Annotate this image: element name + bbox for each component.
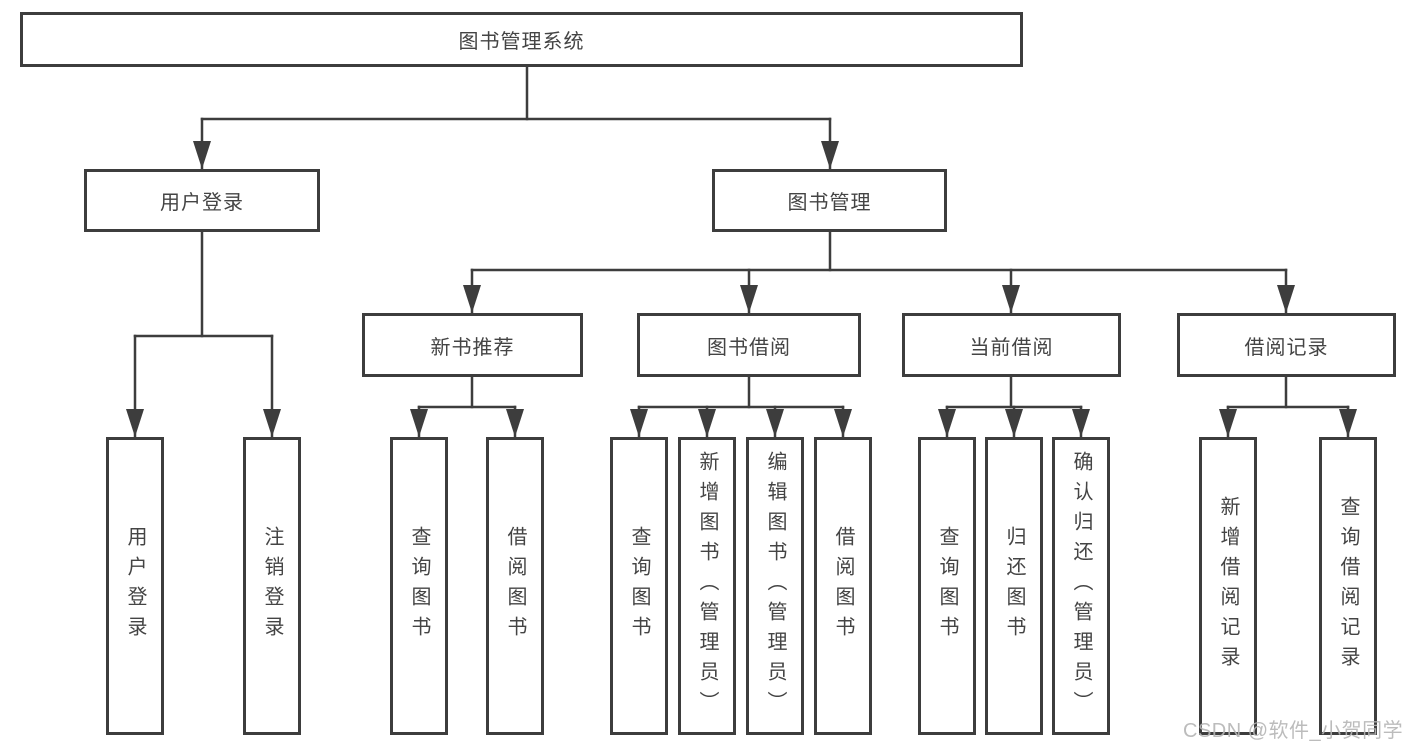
branch-user-login: 用户登录 — [84, 169, 320, 232]
section-borrowing-records: 借阅记录 — [1177, 313, 1396, 377]
section-new-book-recommendation: 新书推荐 — [362, 313, 583, 377]
leaf-query-books-current: 查询图书 — [918, 437, 976, 735]
root-node-library-system: 图书管理系统 — [20, 12, 1023, 67]
leaf-borrow-books: 借阅图书 — [814, 437, 872, 735]
leaf-query-books-recommend: 查询图书 — [390, 437, 448, 735]
leaf-add-book-admin: 新增图书（管理员） — [678, 437, 736, 735]
section-book-borrowing: 图书借阅 — [637, 313, 861, 377]
leaf-logout: 注销登录 — [243, 437, 301, 735]
leaf-edit-book-admin: 编辑图书（管理员） — [746, 437, 804, 735]
leaf-borrow-books-recommend: 借阅图书 — [486, 437, 544, 735]
leaf-confirm-return-admin: 确认归还（管理员） — [1052, 437, 1110, 735]
leaf-query-books-borrow: 查询图书 — [610, 437, 668, 735]
section-current-borrowing: 当前借阅 — [902, 313, 1121, 377]
leaf-return-book: 归还图书 — [985, 437, 1043, 735]
branch-book-management: 图书管理 — [712, 169, 947, 232]
leaf-add-borrowing-record: 新增借阅记录 — [1199, 437, 1257, 735]
leaf-user-login: 用户登录 — [106, 437, 164, 735]
csdn-watermark: CSDN @软件_小贺同学 — [1183, 720, 1404, 742]
leaf-query-borrowing-record: 查询借阅记录 — [1319, 437, 1377, 735]
